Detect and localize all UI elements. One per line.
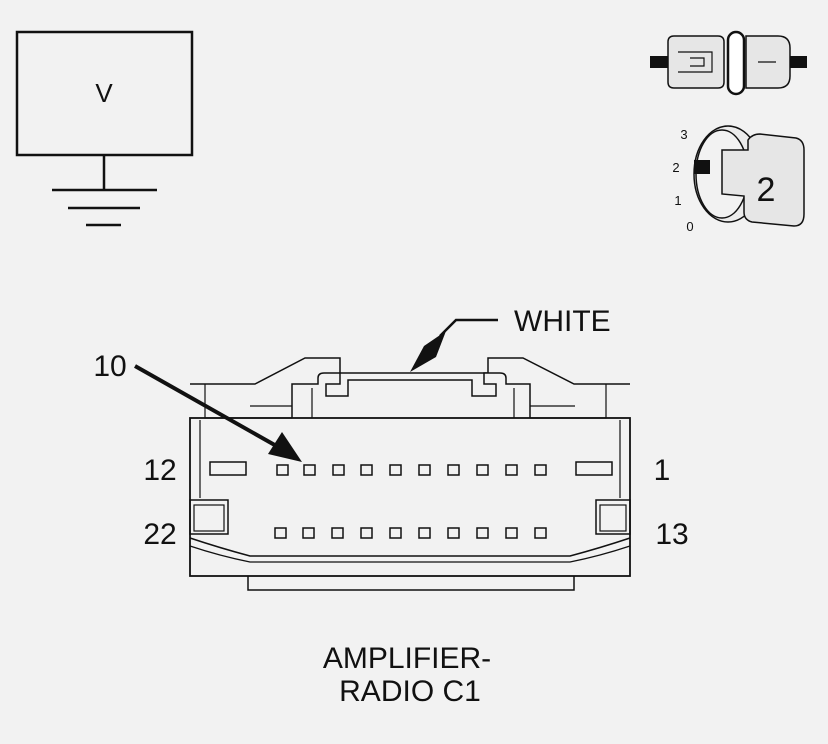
pin-cavity: [389, 464, 402, 476]
pin-cavity: [303, 464, 316, 476]
pin-row-bottom: [274, 527, 547, 539]
ignition-position-3: 3: [680, 127, 687, 142]
pin-callout: 10: [93, 350, 302, 462]
pointed-pin-label: 10: [93, 350, 126, 383]
ignition-switch-icon: 3 2 1 0 2: [672, 125, 805, 234]
pin-cavity: [505, 464, 518, 476]
pin-label-bottom-left: 22: [143, 518, 176, 551]
ignition-position-0: 0: [686, 219, 693, 234]
ignition-position-2: 2: [672, 160, 679, 175]
connector-face: [189, 357, 631, 591]
pin-cavity: [360, 464, 373, 476]
pin-cavity: [575, 461, 613, 476]
voltmeter-symbol: V: [15, 30, 194, 227]
pin-cavity: [389, 527, 402, 539]
pin-cavity: [505, 527, 518, 539]
pin-cavity: [418, 464, 431, 476]
pin-label-top-right: 1: [654, 454, 671, 487]
voltmeter-label: V: [95, 78, 113, 108]
ignition-position-1: 1: [674, 193, 681, 208]
pin-cavity: [447, 527, 460, 539]
pin-cavity: [447, 464, 460, 476]
pin-cavity: [302, 527, 315, 539]
pin-cavity: [274, 527, 287, 539]
pin-cavity: [476, 527, 489, 539]
color-callout: WHITE: [410, 305, 611, 372]
connector-name-line2: RADIO C1: [339, 675, 481, 708]
pin-cavity: [534, 464, 547, 476]
pin-cavity: [276, 464, 289, 476]
pin-cavity: [209, 461, 247, 476]
pin-cavity: [331, 527, 344, 539]
pin-cavity: [360, 527, 373, 539]
ground-icon: [52, 155, 157, 227]
pin-label-top-left: 12: [143, 454, 176, 487]
ignition-key-label: 2: [757, 171, 776, 209]
pin-cavity: [476, 464, 489, 476]
pin-cavity: [418, 527, 431, 539]
connector-plug-icon: [650, 30, 807, 96]
pin-cavity: [332, 464, 345, 476]
pin-label-bottom-right: 13: [655, 518, 688, 551]
pin-row-top: [209, 461, 613, 476]
arrow-head-icon: [268, 432, 302, 462]
arrow-head-icon: [410, 331, 446, 372]
connector-name-line1: AMPLIFIER-: [323, 642, 491, 675]
pin-cavity: [534, 527, 547, 539]
connector-color-label: WHITE: [514, 305, 611, 338]
